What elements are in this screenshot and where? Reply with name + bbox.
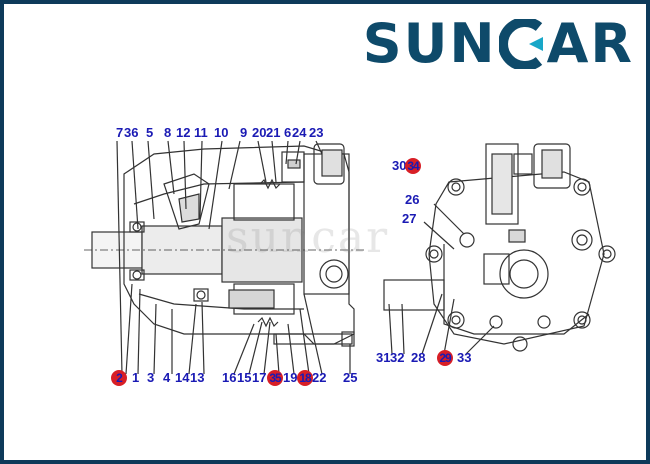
part-label-2-highlight: 2: [111, 370, 127, 386]
part-label-25: 25: [343, 370, 358, 385]
part-label-9: 9: [240, 125, 248, 140]
part-label-34-highlight: 34: [405, 158, 421, 174]
part-label-10: 10: [214, 125, 229, 140]
suncar-logo: SUN AR: [363, 14, 634, 74]
part-label-23: 23: [309, 125, 324, 140]
logo-text-right: AR: [546, 12, 634, 75]
part-label-4: 4: [163, 370, 171, 385]
part-label-26: 26: [405, 192, 420, 207]
part-label-28: 28: [411, 350, 426, 365]
part-label-16: 16: [222, 370, 237, 385]
part-label-5: 5: [146, 125, 154, 140]
part-label-7: 7: [116, 125, 124, 140]
part-label-19: 19: [283, 370, 298, 385]
part-label-18-highlight: 18: [297, 370, 313, 386]
part-label-35-highlight: 35: [267, 370, 283, 386]
pump-cross-section-drawing: [84, 140, 616, 375]
part-label-32: 32: [390, 350, 405, 365]
part-label-27: 27: [402, 211, 417, 226]
part-label-31: 31: [376, 350, 391, 365]
part-label-12: 12: [176, 125, 191, 140]
part-label-6: 6: [284, 125, 292, 140]
part-label-1: 1: [132, 370, 140, 385]
part-label-14: 14: [175, 370, 190, 385]
part-label-21: 21: [266, 125, 281, 140]
part-label-24: 24: [292, 125, 307, 140]
part-label-8: 8: [164, 125, 172, 140]
part-label-22: 22: [312, 370, 327, 385]
part-label-3: 3: [147, 370, 155, 385]
part-label-13: 13: [190, 370, 205, 385]
part-label-17: 17: [252, 370, 267, 385]
part-label-11: 11: [194, 125, 208, 140]
part-label-20: 20: [252, 125, 267, 140]
part-label-30: 30: [392, 158, 407, 173]
part-label-33: 33: [457, 350, 472, 365]
part-label-15: 15: [237, 370, 252, 385]
watermark-text: suncar: [226, 212, 390, 263]
logo-text-left: SUN: [362, 12, 497, 75]
right-end-view: [383, 143, 616, 355]
part-label-29-highlight: 29: [437, 350, 453, 366]
left-section-view: [84, 140, 364, 375]
part-label-36: 36: [124, 125, 139, 140]
logo-c-mark-icon: [498, 19, 543, 69]
